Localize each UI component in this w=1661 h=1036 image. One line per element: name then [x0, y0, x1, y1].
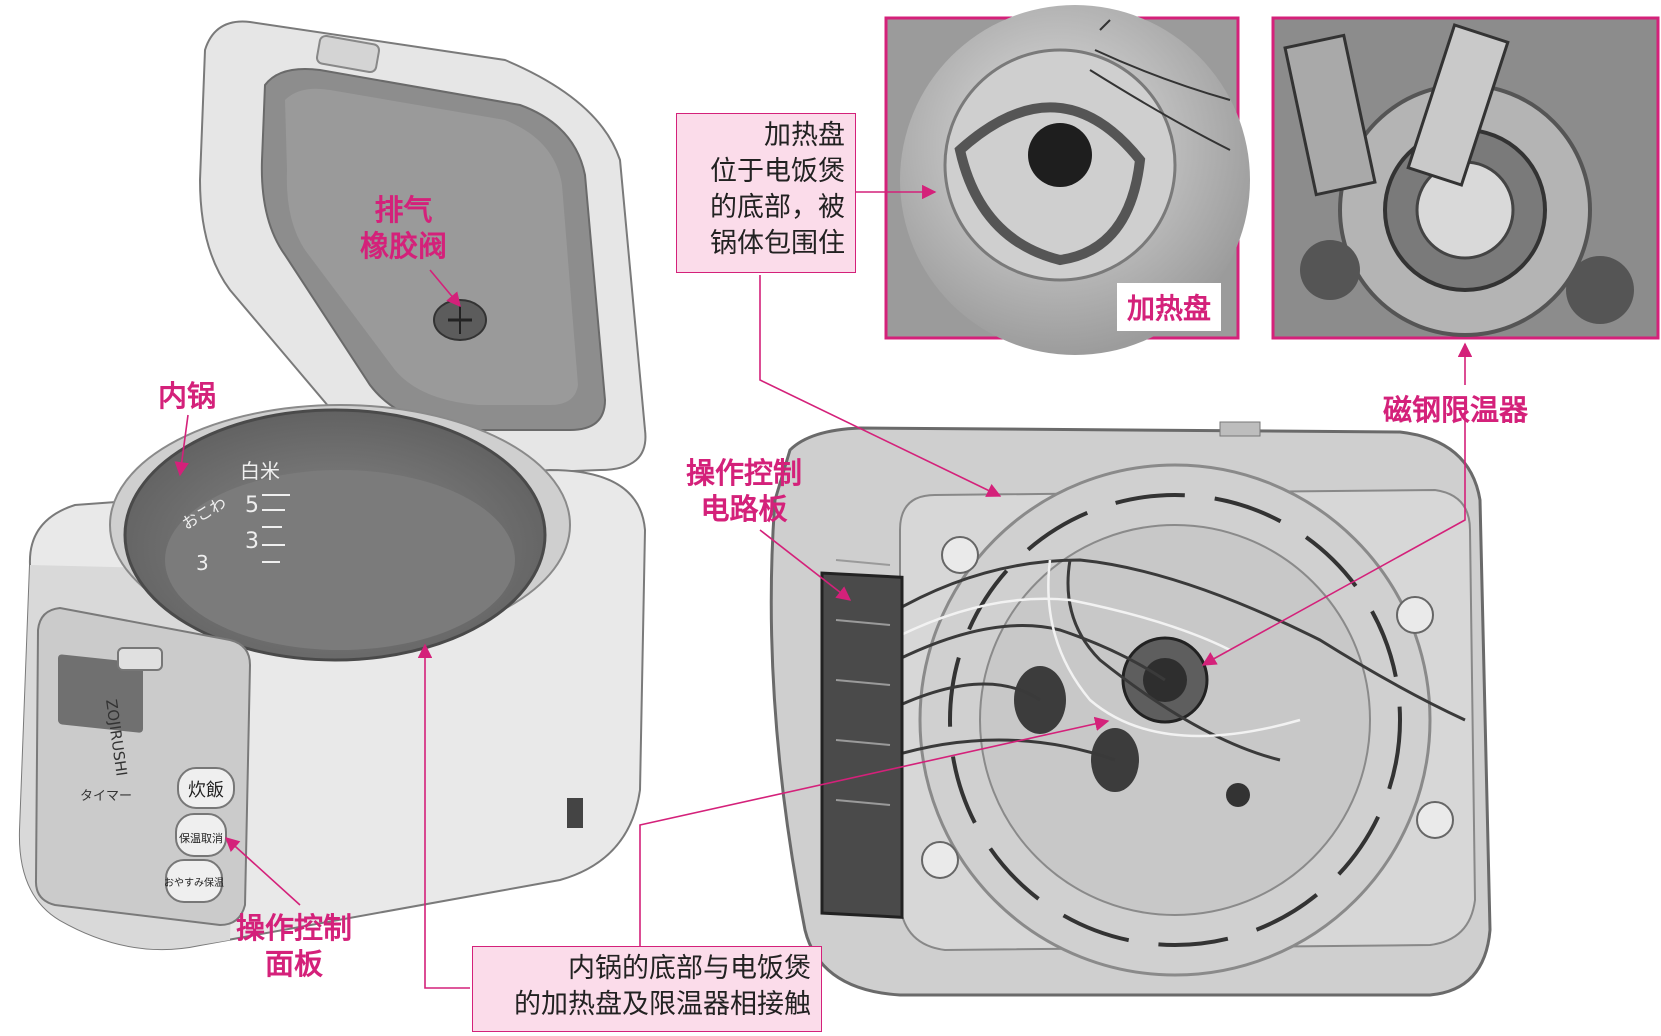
callout-heating-plate: 加热盘 位于电饭煲 的底部，被 锅体包围住 [676, 113, 856, 273]
scale-number-5: 5 [245, 493, 259, 518]
label-vent-line-2: 橡胶阀 [360, 229, 448, 263]
label-inner-pot: 内锅 [158, 379, 217, 413]
scale-number-3b: 3 [196, 551, 209, 575]
label-panel-line-2: 面板 [265, 947, 324, 981]
label-vent-valve: 排气 橡胶阀 [360, 192, 447, 264]
scale-number-3a: 3 [245, 529, 259, 554]
callout-pot-contact: 内锅的底部与电饭煲 的加热盘及限温器相接触 [472, 946, 822, 1032]
callout-contact-line-2: 的加热盘及限温器相接触 [514, 989, 811, 1020]
rice-cooker-photo: 白米 おこわ 5 3 3 ZOJIRUSHI 炊飯 保温取消 おやすみ保温 タイ… [18, 20, 647, 951]
limiter-closeup-inset [1271, 16, 1660, 340]
keep-warm-cancel-button[interactable]: 保温取消 [175, 813, 227, 857]
svg-text:炊飯: 炊飯 [188, 780, 224, 801]
label-panel-line-1: 操作控制 [236, 911, 353, 945]
lcd-display [58, 654, 143, 733]
power-plug-icon [567, 798, 583, 828]
callout-heat-line-2: 位于电饭煲 [710, 156, 845, 187]
cook-button[interactable]: 炊飯 [177, 767, 235, 809]
svg-text:保温取消: 保温取消 [179, 831, 223, 845]
scale-white-rice: 白米 [240, 459, 280, 483]
label-board-line-1: 操作控制 [686, 456, 803, 490]
callout-heat-line-1: 加热盘 [764, 120, 845, 151]
callout-heat-line-3: 的底部，被 [710, 192, 845, 223]
label-vent-line-1: 排气 [374, 193, 433, 227]
label-board-line-2: 电路板 [700, 492, 788, 526]
label-circuit-board: 操作控制 电路板 [686, 455, 802, 527]
label-heating-plate-tag: 加热盘 [1117, 283, 1222, 331]
control-circuit-board [820, 571, 904, 919]
callout-contact-line-1: 内锅的底部与电饭煲 [568, 953, 811, 984]
timer-mark: タイマー [80, 789, 132, 804]
rest-keep-warm-button[interactable]: おやすみ保温 [164, 859, 224, 903]
callout-heat-line-4: 锅体包围住 [710, 228, 845, 259]
label-control-panel: 操作控制 面板 [236, 910, 352, 982]
leader-lines [174, 184, 1473, 989]
label-magnetic-limiter: 磁钢限温器 [1383, 393, 1529, 427]
svg-text:おやすみ保温: おやすみ保温 [164, 876, 224, 889]
heating-plate-inset [884, 5, 1250, 355]
open-base-photo [769, 421, 1492, 997]
